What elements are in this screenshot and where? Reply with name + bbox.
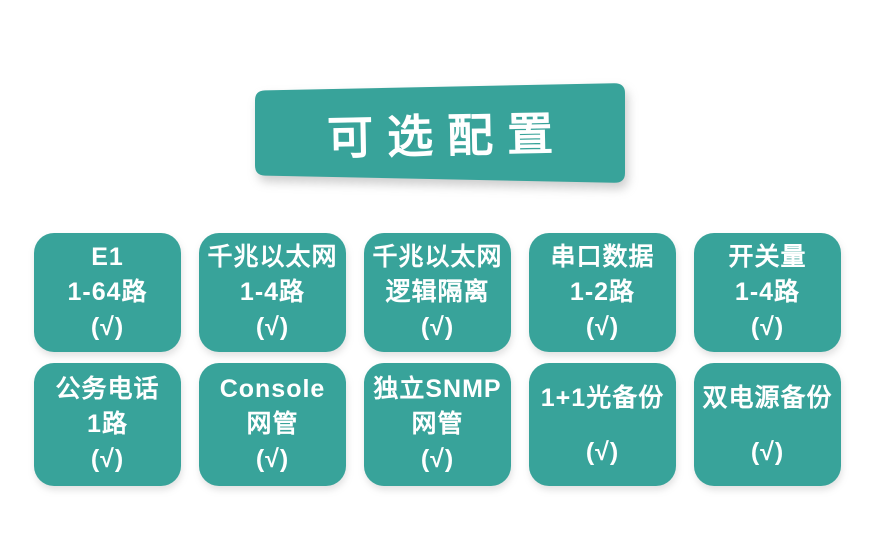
card-subtitle-line: 1-64路 bbox=[67, 278, 148, 306]
card-check-mark: (√) bbox=[750, 437, 785, 466]
card-subtitle-line: 网管 bbox=[411, 410, 464, 438]
card-title-line: 千兆以太网 bbox=[372, 243, 503, 271]
card-check-mark: (√) bbox=[255, 445, 290, 473]
card-title-line: 千兆以太网 bbox=[207, 243, 338, 271]
card-subtitle-line: 1-4路 bbox=[239, 278, 306, 306]
banner-shape bbox=[255, 83, 625, 183]
card-check-mark: (√) bbox=[90, 313, 125, 341]
card-title-line: E1 bbox=[91, 243, 124, 271]
card-switch-io: 开关量 1-4路 (√) bbox=[694, 233, 841, 352]
card-title-line: 1+1光备份 bbox=[540, 383, 665, 412]
card-title-line: 双电源备份 bbox=[702, 383, 833, 412]
card-gbe-isolation: 千兆以太网 逻辑隔离 (√) bbox=[364, 233, 511, 352]
card-dual-power: 双电源备份 (√) bbox=[694, 363, 841, 486]
card-check-mark: (√) bbox=[420, 445, 455, 473]
card-check-mark: (√) bbox=[255, 313, 290, 341]
card-service-phone: 公务电话 1路 (√) bbox=[34, 363, 181, 486]
banner-shape-path bbox=[255, 83, 625, 183]
cards-grid: E1 1-64路 (√) 千兆以太网 1-4路 (√) 千兆以太网 逻辑隔离 (… bbox=[34, 233, 841, 486]
card-check-mark: (√) bbox=[420, 313, 455, 341]
card-serial-data: 串口数据 1-2路 (√) bbox=[529, 233, 676, 352]
card-title-line: 开关量 bbox=[728, 243, 807, 271]
card-subtitle-line: 逻辑隔离 bbox=[385, 278, 490, 306]
card-subtitle-line: 1-2路 bbox=[569, 278, 636, 306]
card-check-mark: (√) bbox=[585, 313, 620, 341]
card-subtitle-line: 1路 bbox=[87, 410, 128, 438]
card-optical-backup: 1+1光备份 (√) bbox=[529, 363, 676, 486]
card-subtitle-line: 网管 bbox=[246, 410, 299, 438]
card-e1: E1 1-64路 (√) bbox=[34, 233, 181, 352]
card-subtitle-line: 1-4路 bbox=[734, 278, 801, 306]
card-check-mark: (√) bbox=[90, 445, 125, 473]
card-console-mgmt: Console 网管 (√) bbox=[199, 363, 346, 486]
card-title-line: Console bbox=[219, 375, 326, 403]
card-snmp-mgmt: 独立SNMP 网管 (√) bbox=[364, 363, 511, 486]
card-title-line: 公务电话 bbox=[55, 375, 160, 403]
card-check-mark: (√) bbox=[750, 313, 785, 341]
header-banner: 可选配置 bbox=[254, 82, 626, 184]
banner-title: 可选配置 bbox=[326, 107, 568, 165]
card-title-line: 串口数据 bbox=[550, 243, 655, 271]
card-title-line: 独立SNMP bbox=[373, 375, 502, 403]
card-check-mark: (√) bbox=[585, 437, 620, 466]
card-gbe-4ch: 千兆以太网 1-4路 (√) bbox=[199, 233, 346, 352]
